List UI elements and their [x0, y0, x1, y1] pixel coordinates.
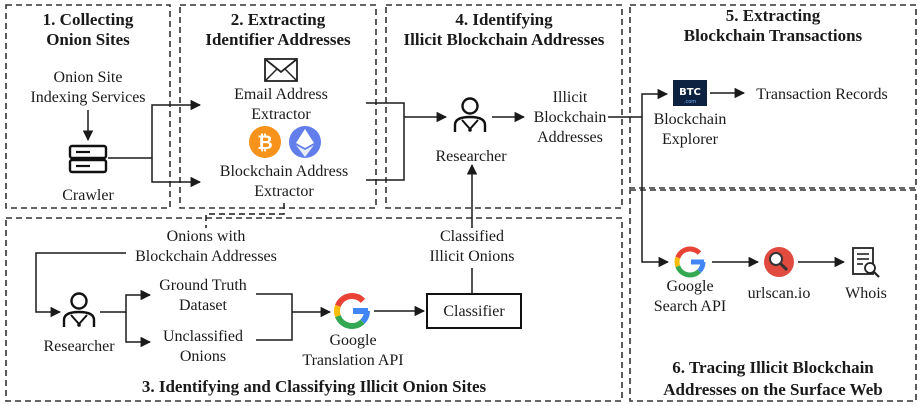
onions-to-researcher-arrow: [35, 252, 126, 318]
extractor-to-onions-dashed: [205, 203, 285, 228]
svg-text:₿: ₿: [257, 132, 272, 154]
svg-text:BTC: BTC: [679, 87, 701, 98]
section-2-subtitle: Identifier Addresses: [205, 30, 351, 49]
section-2-title: 2. Extracting: [231, 10, 326, 29]
server-icon: [68, 144, 108, 174]
section-6-subtitle: Addresses on the Surface Web: [663, 380, 882, 399]
illicit-addresses-label: Illicit: [553, 89, 588, 106]
urlscan-label: urlscan.io: [748, 285, 811, 302]
section-3-title: 3. Identifying and Classifying Illicit O…: [142, 377, 487, 396]
section-1-title: 1. Collecting: [43, 10, 134, 29]
svg-text:.com: .com: [684, 99, 696, 105]
indexing-services-label: Onion Site: [54, 69, 123, 86]
ground-truth-label-2: Dataset: [179, 297, 228, 314]
researcher-bottom-icon: [62, 292, 96, 327]
researcher-top-label: Researcher: [435, 148, 507, 165]
researcher-top-icon: [453, 97, 487, 132]
onions-with-addresses-label-2: Blockchain Addresses: [135, 248, 277, 265]
crawler-label: Crawler: [62, 187, 114, 204]
ground-truth-label: Ground Truth: [159, 277, 247, 294]
crawler-to-email-arrow: [108, 99, 202, 159]
classified-onions-label-2: Illicit Onions: [430, 248, 515, 265]
section-5-subtitle: Blockchain Transactions: [684, 26, 863, 45]
crawler-to-blockchain-arrow: [151, 158, 202, 188]
section-6-title: 6. Tracing Illicit Blockchain: [672, 358, 874, 377]
blockchain-to-researcher-line: [366, 117, 405, 181]
ground-truth-to-translation-line: [256, 293, 293, 312]
unclassified-label: Unclassified: [163, 328, 243, 345]
transaction-records-label: Transaction Records: [756, 86, 887, 103]
section-1-box: [5, 4, 171, 209]
btc-logo-icon: BTC .com: [673, 80, 707, 106]
illicit-to-search-arrow: [641, 117, 670, 268]
illicit-addresses-label-3: Addresses: [537, 129, 603, 146]
search-api-label-2: Search API: [654, 298, 726, 315]
translation-api-label-2: Translation API: [302, 352, 403, 369]
explorer-label: Blockchain: [654, 111, 727, 128]
unclassified-to-translation-line: [256, 312, 293, 341]
section-5-box: [629, 4, 917, 189]
email-to-researcher-line: [366, 102, 405, 117]
blockchain-extractor-label-2: Extractor: [254, 183, 314, 200]
whois-label: Whois: [845, 285, 887, 302]
unclassified-label-2: Onions: [180, 348, 226, 365]
blockchain-extractor-label: Blockchain Address: [220, 163, 348, 180]
google-translation-icon: [334, 293, 370, 329]
email-extractor-label: Email Address: [234, 86, 328, 103]
magnifier-icon: [764, 247, 794, 277]
researcher-bottom-label: Researcher: [43, 338, 115, 355]
section-5-title: 5. Extracting: [726, 6, 821, 25]
bitcoin-icon: ₿: [249, 126, 281, 158]
onions-with-addresses-label: Onions with: [167, 228, 246, 245]
section-4-title: 4. Identifying: [455, 10, 553, 29]
illicit-to-explorer-arrow: [608, 88, 669, 118]
google-search-icon: [674, 246, 706, 278]
researcher-to-unclassified-arrow: [125, 312, 152, 348]
search-api-label: Google: [666, 278, 713, 295]
researcher-to-ground-truth-arrow: [100, 289, 152, 313]
ethereum-icon: [289, 126, 321, 158]
classified-onions-label: Classified: [440, 228, 504, 245]
classifier-label: Classifier: [443, 303, 505, 320]
translation-api-label: Google: [329, 332, 376, 349]
indexing-services-label-2: Indexing Services: [30, 89, 145, 106]
section-3-box: [5, 217, 623, 402]
document-search-icon: [852, 247, 880, 278]
section-6-box: [629, 189, 917, 402]
section-1-subtitle: Onion Sites: [46, 30, 130, 49]
email-extractor-label-2: Extractor: [251, 106, 311, 123]
section-4-subtitle: Illicit Blockchain Addresses: [404, 30, 605, 49]
explorer-label-2: Explorer: [662, 131, 719, 148]
classifier-box: [426, 293, 522, 329]
envelope-icon: [264, 58, 298, 82]
illicit-addresses-label-2: Blockchain: [534, 109, 607, 126]
